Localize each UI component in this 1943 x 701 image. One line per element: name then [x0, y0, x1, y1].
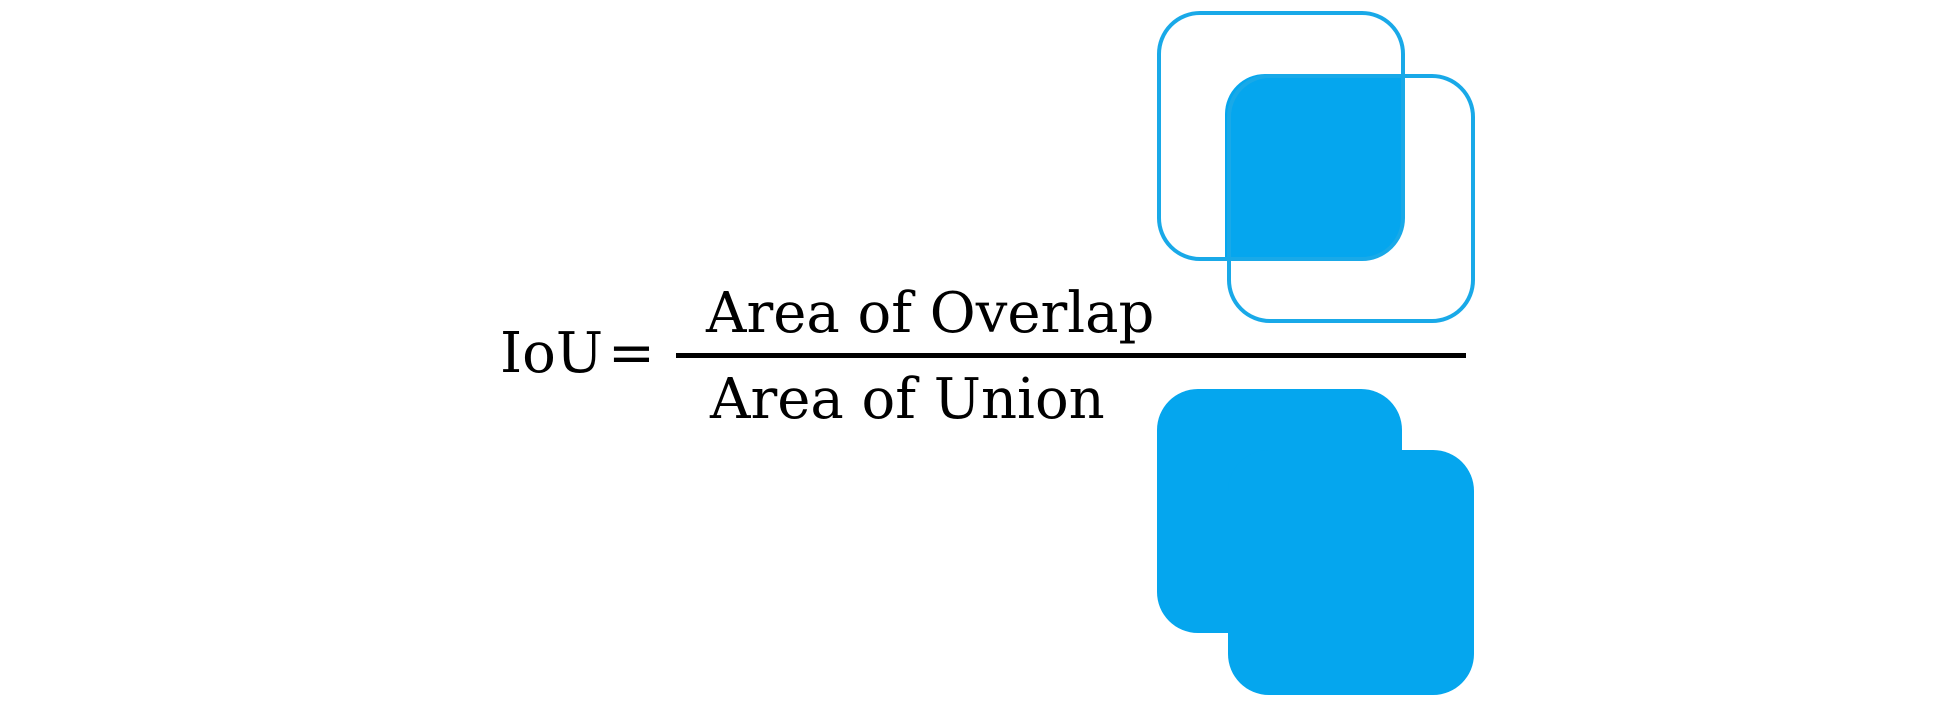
numerator-text: Area of Overlap: [706, 281, 1155, 346]
denominator-text: Area of Union: [710, 367, 1105, 432]
overlap-illustration: [1157, 11, 1475, 323]
overlap-region: [1225, 74, 1403, 259]
box-a-outline: [1157, 11, 1405, 261]
union-illustration: [1157, 389, 1474, 695]
union-box-b: [1228, 450, 1474, 695]
equals-sign: =: [608, 321, 655, 386]
box-b-outline: [1227, 74, 1475, 323]
fraction-bar: [676, 353, 1466, 358]
iou-label: IoU: [500, 321, 604, 386]
